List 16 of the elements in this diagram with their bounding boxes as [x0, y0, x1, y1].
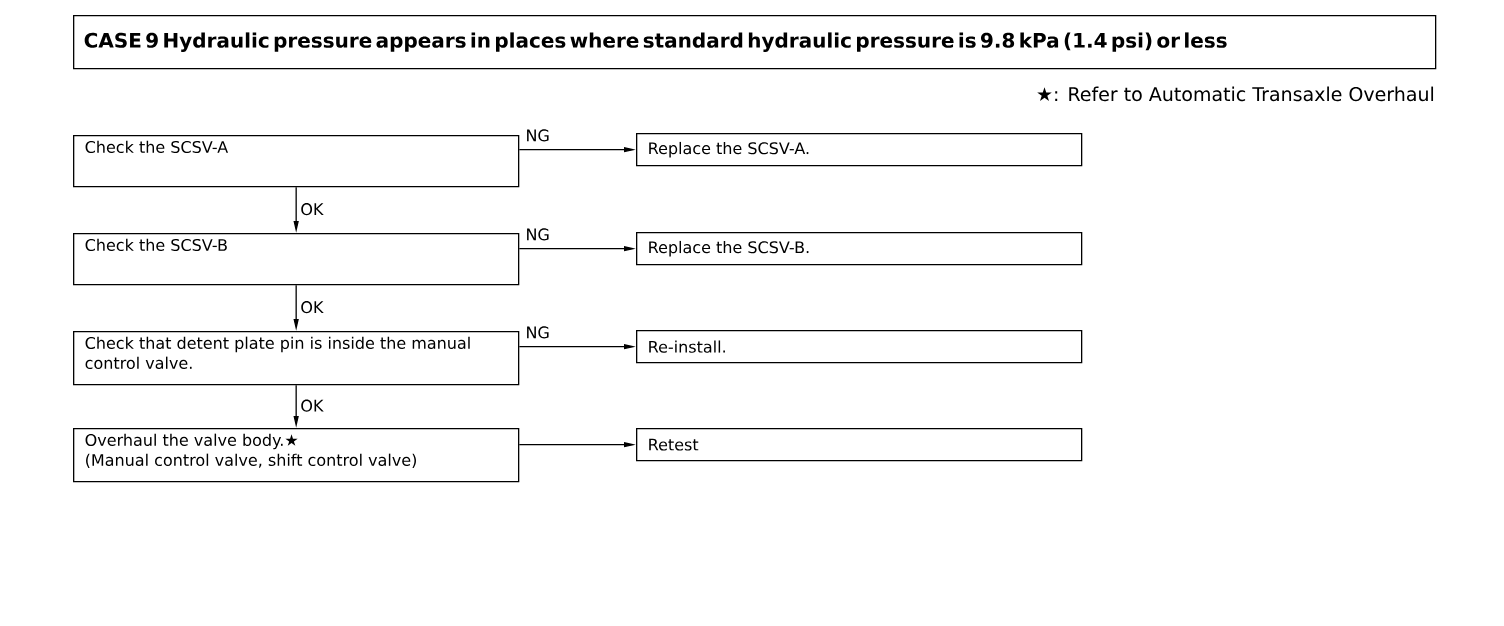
edge-label: NG [524, 227, 551, 242]
title: CASE 9 Hydraulic pressure appears in places where standard hydraulic pressure is 9.8 kPa (1.4 psi) or less [73, 15, 1437, 70]
process-box: Check the SCSV-A [73, 135, 520, 188]
edge-label: NG [524, 325, 551, 340]
process-box: Check that detent plate pin is inside the manual control valve. [73, 331, 520, 386]
process-box: Overhaul the valve body.★ (Manual control valve, shift control valve) [73, 428, 520, 483]
action-box: Replace the SCSV-B. [636, 232, 1083, 266]
edge-label: OK [299, 300, 325, 315]
action-box: Replace the SCSV-A. [636, 133, 1083, 167]
edge-label: OK [299, 202, 325, 217]
process-box: Check the SCSV-B [73, 233, 520, 286]
action-box: Retest [636, 428, 1083, 462]
edge-label: NG [524, 128, 551, 143]
action-box: Re-install. [636, 330, 1083, 364]
reference-note: ★: Refer to Automatic Transaxle Overhaul [1037, 86, 1434, 102]
edge-label: OK [299, 398, 325, 413]
